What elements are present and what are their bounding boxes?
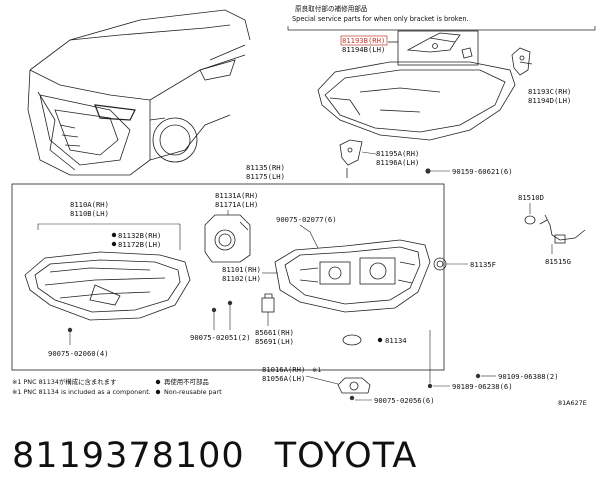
screw-icon <box>349 395 355 401</box>
label-90159: 90159-60621(6) <box>452 167 513 176</box>
label-90109: 90109-06388(2) <box>498 372 559 381</box>
brand-name: TOYOTA <box>274 436 418 476</box>
parts-diagram: 原良取付部の補修用部品 Special service parts for wh… <box>11 4 596 407</box>
car-front-illustration <box>27 9 251 176</box>
non-reusable-dot <box>377 337 383 343</box>
headlamp-front-illustration <box>24 251 191 321</box>
label-81134: 81134 <box>385 336 407 345</box>
lamp-unit-81016a-illustration <box>337 377 371 394</box>
socket-bulb-illustration <box>524 214 586 244</box>
label-81194d: 81194D(LH) <box>528 96 571 105</box>
bracket-81193b-illustration <box>388 30 479 66</box>
header-jp: 原良取付部の補修用部品 <box>295 4 368 13</box>
screw-icon <box>427 383 433 389</box>
label-81193c: 81193C(RH) <box>528 87 571 96</box>
screw-icon <box>211 307 217 313</box>
assembly-frame <box>11 183 445 371</box>
label-81131a: 81131A(RH) <box>215 191 258 200</box>
label-81102: 81102(LH) <box>222 274 261 283</box>
leader-81195a <box>361 151 377 155</box>
leader-81016a <box>305 375 339 385</box>
screw-icon <box>227 300 233 306</box>
label-81135f: 81135F <box>470 260 496 269</box>
label-81056a: 81056A(LH) <box>262 374 305 383</box>
label-8110b: 8110B(LH) <box>70 209 109 218</box>
label-85661: 85661(RH) <box>255 328 294 337</box>
header-en: Special service parts for when only brac… <box>292 15 469 23</box>
screw-icon <box>475 373 481 379</box>
bracket-81195a-illustration <box>339 139 363 178</box>
screw-icon <box>67 327 73 333</box>
figure-code: 81A627E <box>558 399 587 407</box>
label-81172b: 81172B(LH) <box>118 240 161 249</box>
label-81016a: 81016A(RH) <box>262 365 305 374</box>
leader-90075-02077 <box>299 224 319 249</box>
projector-unit-illustration <box>204 214 251 263</box>
legend-dot <box>155 389 161 395</box>
screw-icon <box>425 168 431 174</box>
note-ref-mark: ※1 <box>312 366 321 374</box>
label-81175: 81175(LH) <box>246 172 285 181</box>
leader-90075-02051 <box>213 305 231 330</box>
label-90075-02060: 90075-02060(4) <box>48 349 109 358</box>
bracket-81193c-illustration <box>511 47 533 76</box>
gasket-81134-illustration <box>342 334 362 346</box>
highlight-box <box>340 35 388 46</box>
label-81135: 81135(RH) <box>246 163 285 172</box>
legend-jp: 再使用不可部品 <box>164 377 209 386</box>
label-81132b: 81132B(RH) <box>118 231 161 240</box>
label-8110a: 8110A(RH) <box>70 200 109 209</box>
non-reusable-dot <box>111 241 117 247</box>
legend-en: Non-reusable part <box>164 388 222 396</box>
label-90189: 90189-06238(6) <box>452 382 513 391</box>
headlamp-housing-illustration <box>274 239 431 313</box>
caption: 8119378100 TOYOTA <box>12 436 417 476</box>
label-90075-02077: 90075-02077(6) <box>276 215 337 224</box>
label-81510d: 81510D <box>518 193 544 202</box>
actuator-85661-illustration <box>261 293 275 313</box>
headlamp-rear-illustration <box>317 61 516 141</box>
label-81515g: 81515G <box>545 257 571 266</box>
label-90075-02051: 90075-02051(2) <box>190 333 251 342</box>
non-reusable-dot <box>111 232 117 238</box>
note-jp: ※1 PNC 81134が構成に含まれます <box>12 377 116 386</box>
label-81194b: 81194B(LH) <box>342 45 385 54</box>
label-85691: 85691(LH) <box>255 337 294 346</box>
legend-dot <box>155 379 161 385</box>
leader-8110a <box>37 223 181 250</box>
note-en: ※1 PNC 81134 is included as a component. <box>12 388 151 396</box>
label-90075-02056: 90075-02056(6) <box>374 396 435 405</box>
label-81196a: 81196A(LH) <box>376 158 419 167</box>
label-81195a: 81195A(RH) <box>376 149 419 158</box>
label-81171a: 81171A(LH) <box>215 200 258 209</box>
header-bracket <box>287 26 596 31</box>
part-number: 8119378100 <box>12 436 245 476</box>
label-81101: 81101(RH) <box>222 265 261 274</box>
label-81193b: 81193B(RH) <box>342 36 385 45</box>
